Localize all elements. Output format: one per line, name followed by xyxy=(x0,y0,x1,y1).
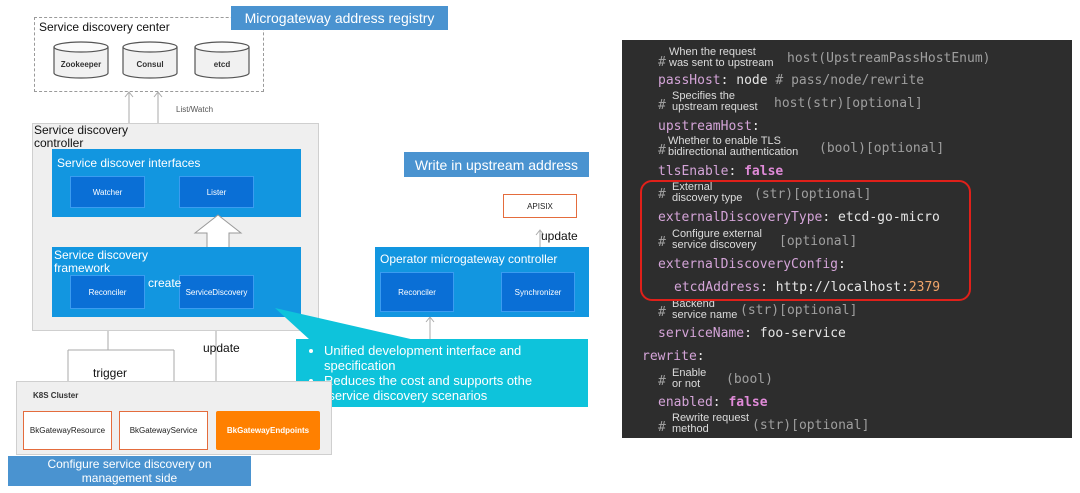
code-line: enabled: false xyxy=(658,395,768,410)
operator-title: Operator microgateway controller xyxy=(380,252,558,266)
code-comment: (bool) xyxy=(726,372,773,387)
code-line: # xyxy=(658,98,666,113)
k8s-cluster-title: K8S Cluster xyxy=(33,391,79,400)
code-comment: (str)[optional] xyxy=(752,418,870,433)
update-top-label: update xyxy=(541,229,578,243)
synchronizer-box: Synchronizer xyxy=(501,272,575,312)
etcd-label: etcd xyxy=(213,60,231,69)
code-line: externalDiscoveryType: etcd-go-micro xyxy=(658,210,940,225)
interfaces-title: Service discover interfaces xyxy=(57,156,201,170)
code-line: tlsEnable: false xyxy=(658,164,784,179)
bkgateway-service-box: BkGatewayService xyxy=(119,411,208,450)
code-annotation: Whether to enable TLS bidirectional auth… xyxy=(668,135,799,158)
config-code-panel: # When the request was sent to upstream … xyxy=(622,40,1072,438)
lister-box: Lister xyxy=(179,176,254,208)
code-line: # xyxy=(658,374,666,389)
bkgateway-resource-box: BkGatewayResource xyxy=(23,411,112,450)
benefit-item: Unified development interface and specif… xyxy=(324,343,578,373)
code-line: # xyxy=(658,143,666,158)
operator-microgateway-controller: Operator microgateway controller Reconci… xyxy=(375,247,589,317)
service-discovery-center-title: Service discovery center xyxy=(39,20,170,34)
framework-title: Service discovery framework xyxy=(54,248,149,275)
code-comment: (str)[optional] xyxy=(740,303,858,318)
service-discovery-center: Service discovery center Zookeeper Consu… xyxy=(34,17,264,92)
code-annotation: Backend service name xyxy=(672,298,738,321)
service-discovery-box: ServiceDiscovery xyxy=(179,275,254,309)
code-comment: (bool)[optional] xyxy=(819,141,945,156)
code-line: rewrite: xyxy=(642,349,705,364)
code-line: serviceName: foo-service xyxy=(658,326,846,341)
code-comment: host(UpstreamPassHostEnum) xyxy=(787,51,991,66)
code-annotation: External discovery type xyxy=(672,181,743,204)
code-comment: host(str)[optional] xyxy=(774,96,923,111)
code-annotation: Configure external service discovery xyxy=(672,228,762,251)
framework-reconciler-box: Reconciler xyxy=(70,275,145,309)
code-line: externalDiscoveryConfig: xyxy=(658,257,846,272)
code-comment: (str)[optional] xyxy=(754,187,872,202)
code-line: # xyxy=(658,305,666,320)
code-annotation: Rewrite request method xyxy=(672,412,750,435)
controller-label: Service discovery controller xyxy=(34,123,129,150)
code-line: etcdAddress: http://localhost:2379 xyxy=(674,280,941,295)
code-comment: [optional] xyxy=(779,234,858,249)
code-line: passHost: node # pass/node/rewrite xyxy=(658,73,925,88)
zookeeper-cylinder-icon xyxy=(53,41,109,79)
code-line: # xyxy=(658,55,666,70)
watcher-box: Watcher xyxy=(70,176,145,208)
code-annotation: When the request was sent to upstream xyxy=(669,46,774,69)
operator-reconciler-box: Reconciler xyxy=(380,272,454,312)
service-discover-interfaces: Service discover interfaces Watcher List… xyxy=(52,149,301,217)
service-discovery-framework: Service discovery framework Reconciler S… xyxy=(52,247,301,317)
apisix-box: APISIX xyxy=(503,194,577,218)
consul-label: Consul xyxy=(136,60,164,69)
etcd-cylinder-icon xyxy=(194,41,250,79)
benefit-item: Reduces the cost and supports othe rserv… xyxy=(324,373,578,403)
bkgateway-endpoints-box: BkGatewayEndpoints xyxy=(216,411,320,450)
consul-cylinder-icon xyxy=(122,41,178,79)
create-label: create xyxy=(148,276,182,290)
code-line: # xyxy=(658,187,666,202)
upstream-callout: Write in upstream address xyxy=(404,152,589,177)
list-watch-label: List/Watch xyxy=(176,105,214,114)
zookeeper-label: Zookeeper xyxy=(60,60,102,69)
bullets-pointer xyxy=(275,308,415,340)
code-annotation: Enable or not xyxy=(672,367,707,390)
code-line: upstreamHost: xyxy=(658,119,760,134)
benefits-callout: Unified development interface and specif… xyxy=(296,339,588,407)
code-annotation: Specifies the upstream request xyxy=(672,90,758,113)
update-bottom-label: update xyxy=(203,341,240,355)
management-callout: Configure service discovery on managemen… xyxy=(8,456,251,486)
registry-callout: Microgateway address registry xyxy=(231,6,448,30)
code-line: # xyxy=(658,235,666,250)
code-line: # xyxy=(658,420,666,435)
external-discovery-highlight xyxy=(640,180,971,301)
trigger-label: trigger xyxy=(93,366,128,380)
